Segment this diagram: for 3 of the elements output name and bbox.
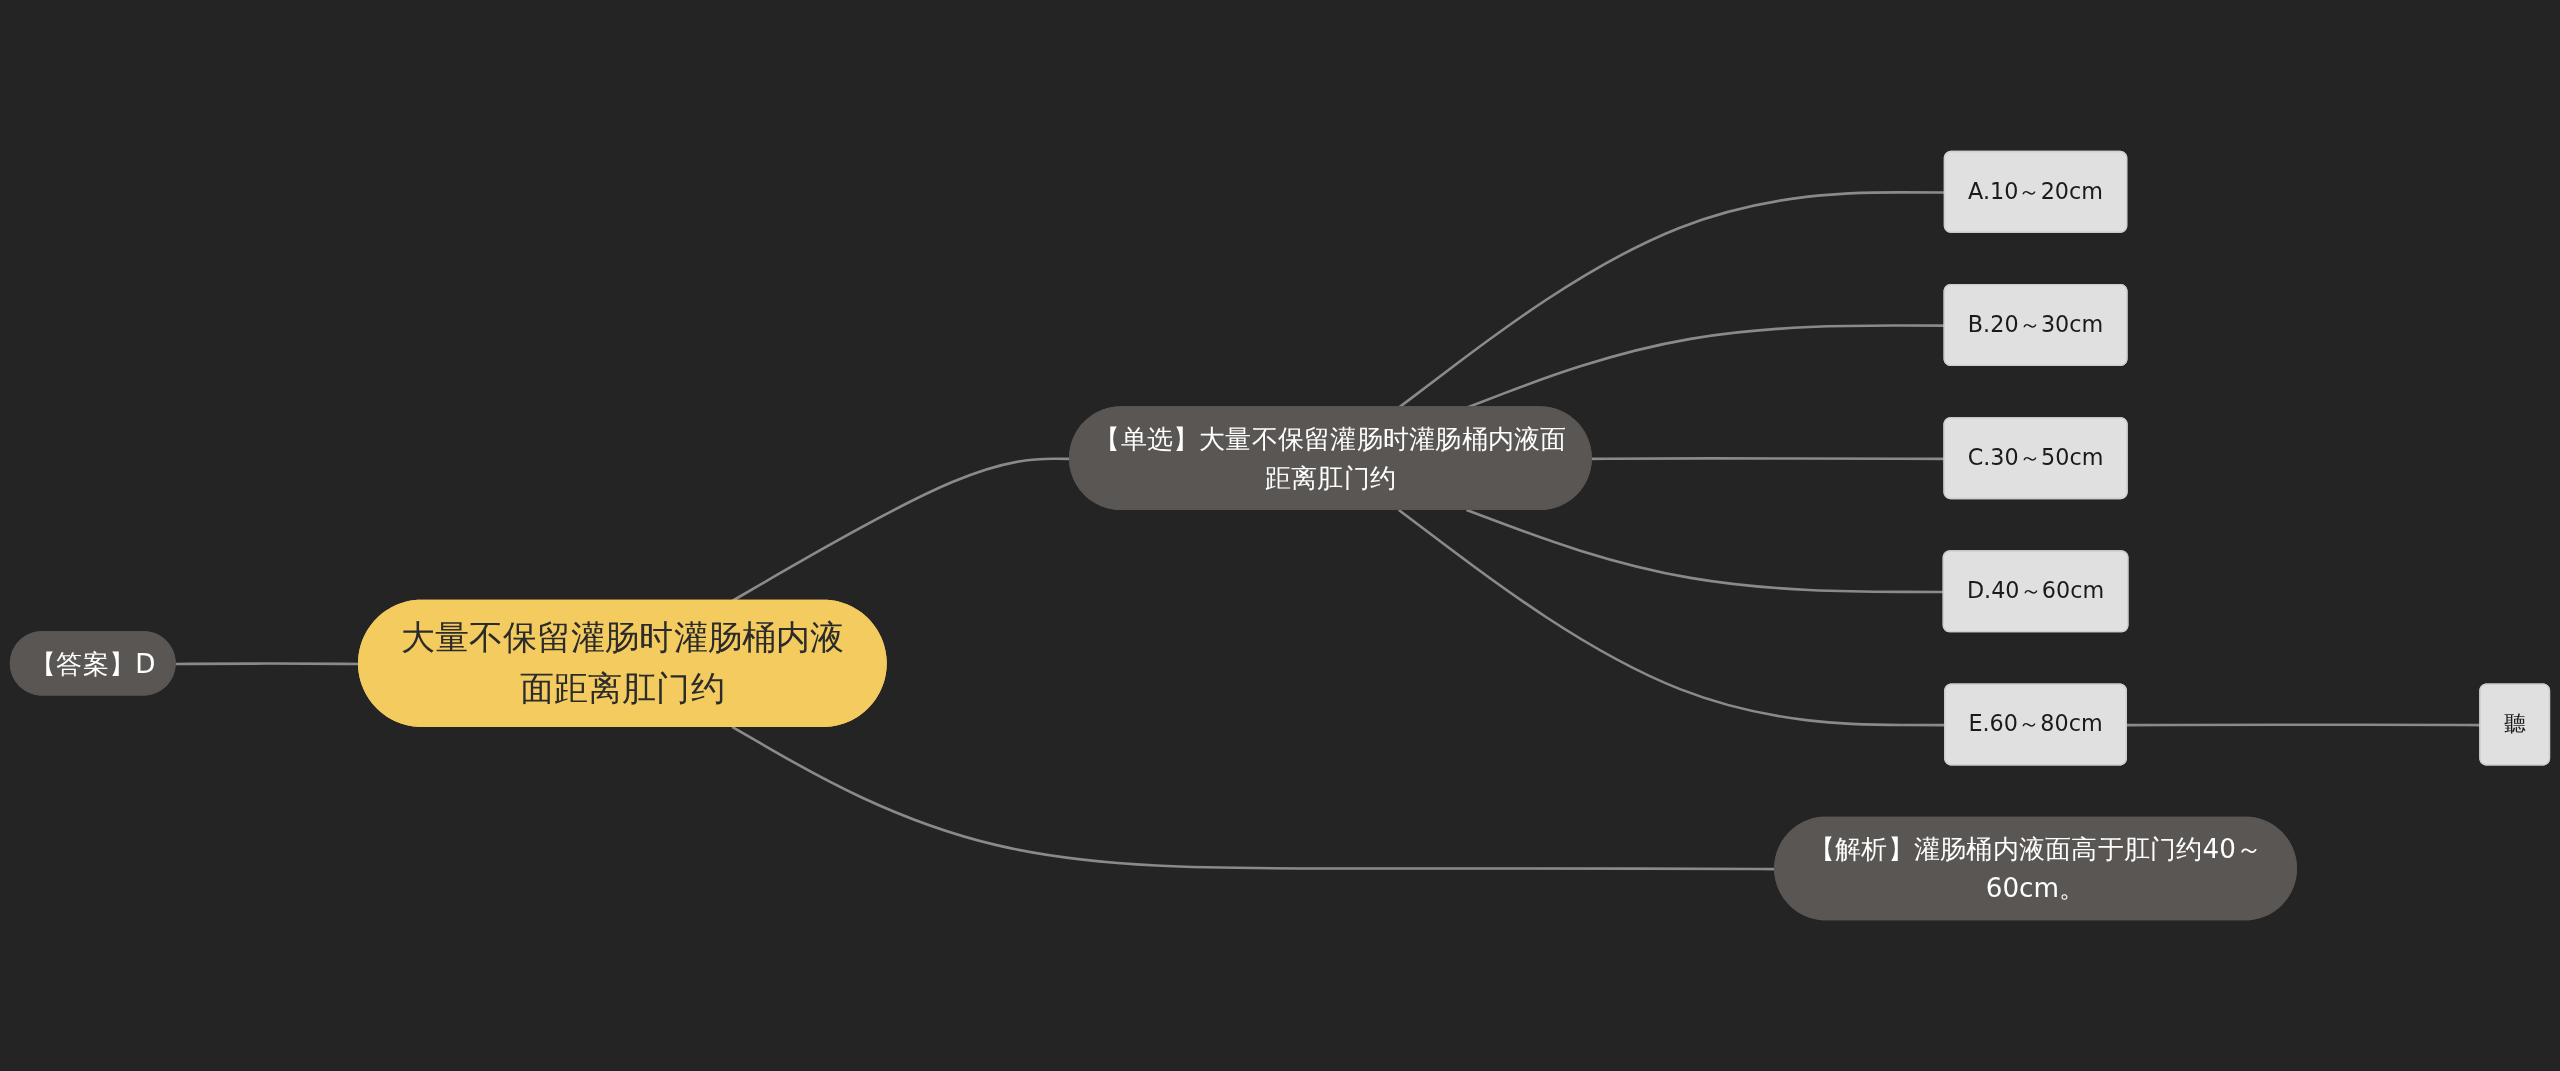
connector <box>731 725 1776 871</box>
connector <box>1466 508 1944 594</box>
connector <box>1591 457 1945 461</box>
